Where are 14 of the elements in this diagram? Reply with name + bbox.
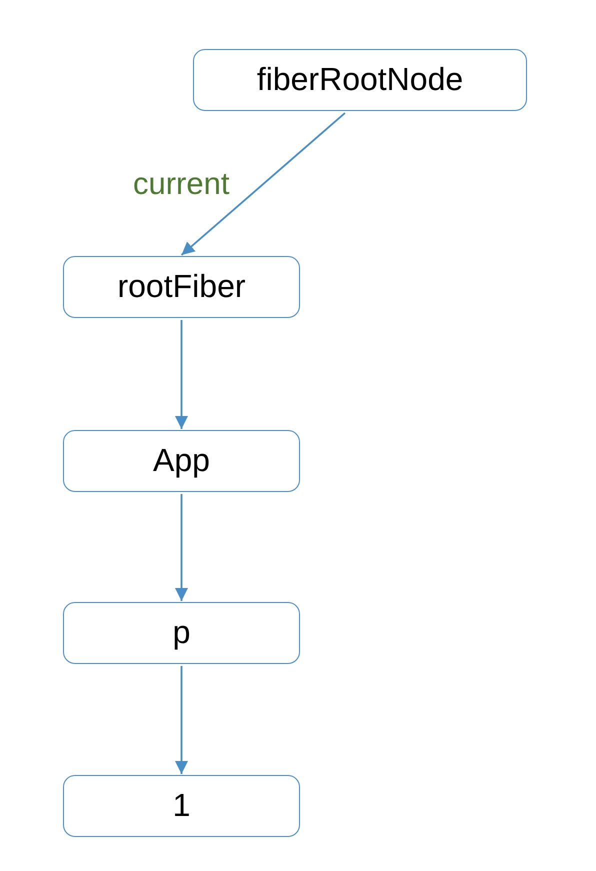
- node-label: p: [172, 615, 190, 651]
- rounded-box: [63, 602, 300, 664]
- rounded-box: [63, 430, 300, 492]
- node-label: rootFiber: [117, 269, 246, 305]
- node-label: 1: [172, 788, 190, 824]
- rounded-box: [63, 775, 300, 837]
- rounded-box: [63, 256, 300, 318]
- arrow: [175, 494, 188, 601]
- node-label: App: [153, 443, 210, 479]
- rounded-box: [193, 49, 527, 111]
- arrow: [175, 320, 188, 429]
- arrow: [175, 666, 188, 774]
- node-label: fiberRootNode: [256, 62, 464, 98]
- arrow: [180, 112, 346, 256]
